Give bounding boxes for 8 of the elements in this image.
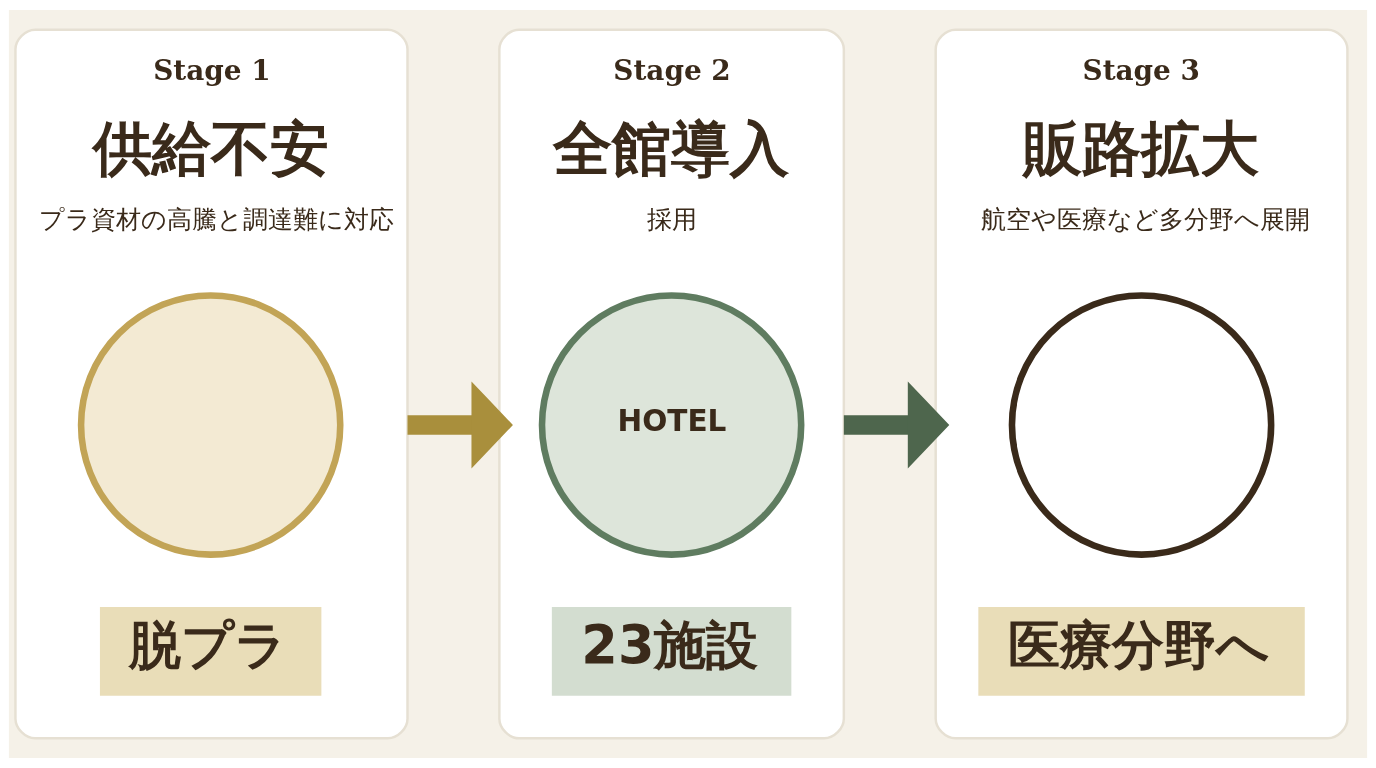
node-box: 23施設	[551, 607, 792, 696]
node-circle	[1008, 292, 1275, 558]
node-circle	[77, 292, 344, 558]
node-box: 脱プラ	[99, 607, 322, 696]
node-box: 医療分野へ	[978, 607, 1305, 696]
arrow	[843, 381, 950, 469]
arrow	[407, 381, 513, 469]
node-circle: HOTEL	[538, 292, 805, 558]
